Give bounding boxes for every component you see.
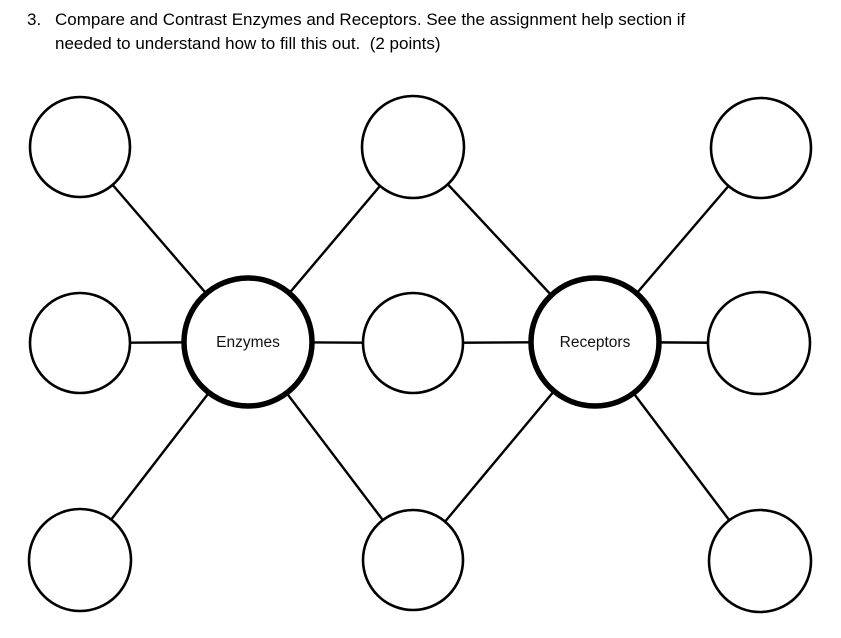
question-block: 3. Compare and Contrast Enzymes and Rece… bbox=[27, 8, 823, 56]
node-shared-top-circle bbox=[360, 94, 466, 200]
node-receptors-circle bbox=[528, 275, 662, 409]
node-enzymes-circle bbox=[181, 275, 315, 409]
node-receptors-label: Receptors bbox=[560, 334, 631, 351]
node-enzymes-top-circle bbox=[28, 95, 132, 199]
node-enzymes-bottom-circle bbox=[27, 507, 133, 613]
question-text: Compare and Contrast Enzymes and Recepto… bbox=[55, 8, 823, 56]
question-text-line-2: needed to understand how to fill this ou… bbox=[55, 34, 441, 53]
node-receptors-top-circle bbox=[709, 96, 813, 200]
question-number: 3. bbox=[27, 10, 42, 29]
node-shared-bottom-circle bbox=[361, 508, 465, 612]
node-enzymes-label: Enzymes bbox=[216, 334, 280, 351]
node-receptors-bottom-circle bbox=[707, 508, 813, 614]
question-text-line-1: Compare and Contrast Enzymes and Recepto… bbox=[55, 10, 686, 29]
node-enzymes-left-circle bbox=[28, 291, 132, 395]
node-shared-middle-circle bbox=[361, 291, 465, 395]
node-receptors-right-circle bbox=[706, 290, 812, 396]
